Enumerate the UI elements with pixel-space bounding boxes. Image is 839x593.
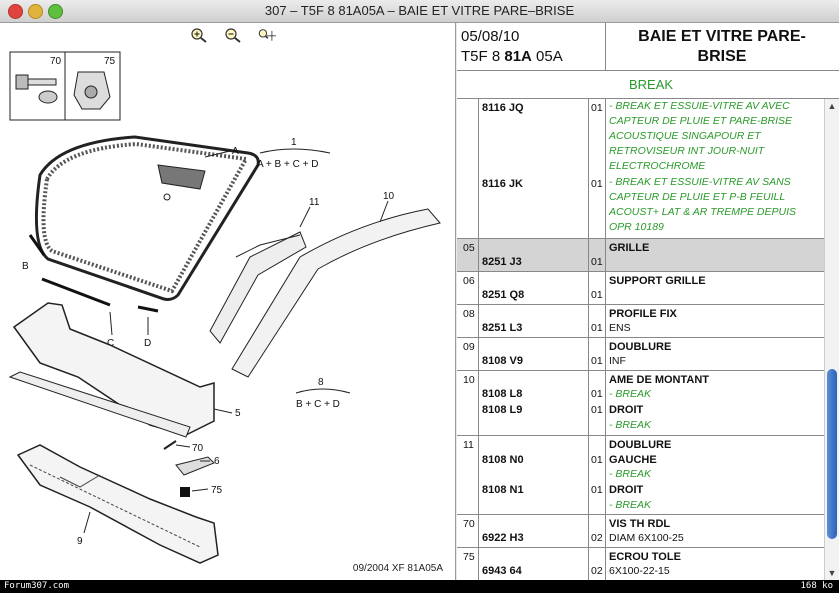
diagram-pane: 70 75 A B C	[0, 23, 456, 580]
nut-clip-icon	[73, 71, 111, 110]
upper-cowl-part: 5	[8, 302, 241, 438]
label-6: 6	[214, 456, 220, 467]
label-B: B	[22, 261, 29, 272]
label-C: C	[107, 338, 114, 349]
diagram-reference: 09/2004 XF 81A05A	[352, 563, 443, 574]
parts-table: 8116 JQ 01 - BREAK ET ESSUIE-VITRE AV AV…	[457, 99, 824, 580]
status-size: 168 ko	[800, 581, 833, 591]
close-window-button[interactable]	[8, 4, 23, 19]
title-bar: 307 – T5F 8 81A05A – BAIE ET VITRE PARE–…	[0, 0, 839, 23]
variant-subheader: BREAK	[457, 71, 839, 99]
label-5: 5	[235, 408, 241, 419]
lower-cowl-part: 9	[16, 444, 219, 564]
parts-header: 05/08/10 T5F 8 81A 05A BAIE ET VITRE PAR…	[457, 23, 839, 71]
screw-icon	[15, 74, 58, 104]
vertical-scrollbar[interactable]: ▲ ▼	[824, 99, 839, 580]
zoom-out-icon[interactable]	[222, 26, 244, 44]
windshield-part: A	[34, 135, 260, 301]
table-row[interactable]: 09 DOUBLURE 8108 V9 01 INF	[457, 338, 824, 371]
scroll-up-arrow-icon[interactable]: ▲	[827, 101, 837, 111]
table-row[interactable]: 75 ECROU TOLE 6943 64 02 6X100-22-15	[457, 548, 824, 580]
box-label-70: 70	[50, 56, 62, 67]
box-label-75: 75	[104, 56, 116, 67]
minimize-window-button[interactable]	[28, 4, 43, 19]
table-row[interactable]: 10 AME DE MONTANT 8108 L8 01 - BREAK 810…	[457, 371, 824, 436]
label-8: 8	[318, 377, 324, 388]
header-code: T5F 8 81A 05A	[461, 48, 563, 65]
seal-strips: B C D	[22, 234, 159, 349]
window-title: 307 – T5F 8 81A05A – BAIE ET VITRE PARE–…	[264, 3, 575, 18]
zoom-window-button[interactable]	[48, 4, 63, 19]
status-site: Forum307.com	[4, 581, 70, 591]
label-11: 11	[309, 197, 320, 208]
table-row[interactable]: 05 GRILLE 8251 J3 01	[457, 239, 824, 272]
pillar-11: 11	[209, 197, 320, 344]
label-1: 1	[291, 137, 297, 148]
header-title: BAIE ET VITRE PARE-BRISE	[638, 28, 806, 65]
zoom-in-icon[interactable]	[188, 26, 210, 44]
table-row[interactable]: 70 VIS TH RDL 6922 H3 02 DIAM 6X100-25	[457, 515, 824, 548]
header-meta: 05/08/10 T5F 8 81A 05A	[461, 27, 563, 67]
scrollbar-thumb[interactable]	[827, 369, 837, 539]
label-75: 75	[211, 485, 223, 496]
label-70: 70	[192, 443, 204, 454]
table-row[interactable]: 8116 JQ 01 - BREAK ET ESSUIE-VITRE AV AV…	[457, 99, 824, 239]
label-1-sub: A + B + C + D	[257, 159, 318, 170]
label-8-sub: B + C + D	[296, 399, 340, 410]
table-row[interactable]: 06 SUPPORT GRILLE 8251 Q8 01	[457, 272, 824, 305]
pillar-10: 10	[231, 191, 441, 378]
scroll-down-arrow-icon[interactable]: ▼	[827, 568, 837, 578]
zoom-toolbar	[188, 26, 278, 44]
table-row[interactable]: 11 DOUBLURE GAUCHE 8108 N0 01 - BREAK 81…	[457, 436, 824, 515]
pan-zoom-icon[interactable]	[256, 26, 278, 44]
exploded-parts-diagram: 70 75 A B C	[8, 51, 441, 564]
label-D: D	[144, 338, 151, 349]
status-bar: Forum307.com 168 ko	[0, 580, 839, 593]
assembly-group-8: 8 B + C + D	[295, 377, 351, 410]
label-10: 10	[383, 191, 395, 202]
assembly-group-1: 1 A + B + C + D	[257, 137, 331, 170]
fasteners: 70 6 75	[163, 440, 223, 497]
table-row[interactable]: 08 PROFILE FIX 8251 L3 01 ENS	[457, 305, 824, 338]
label-A: A	[232, 146, 239, 157]
header-date: 05/08/10	[461, 28, 520, 45]
label-9: 9	[77, 536, 83, 547]
parts-list-pane: 05/08/10 T5F 8 81A 05A BAIE ET VITRE PAR…	[457, 23, 839, 580]
hardware-detail-box: 70 75	[9, 51, 121, 121]
